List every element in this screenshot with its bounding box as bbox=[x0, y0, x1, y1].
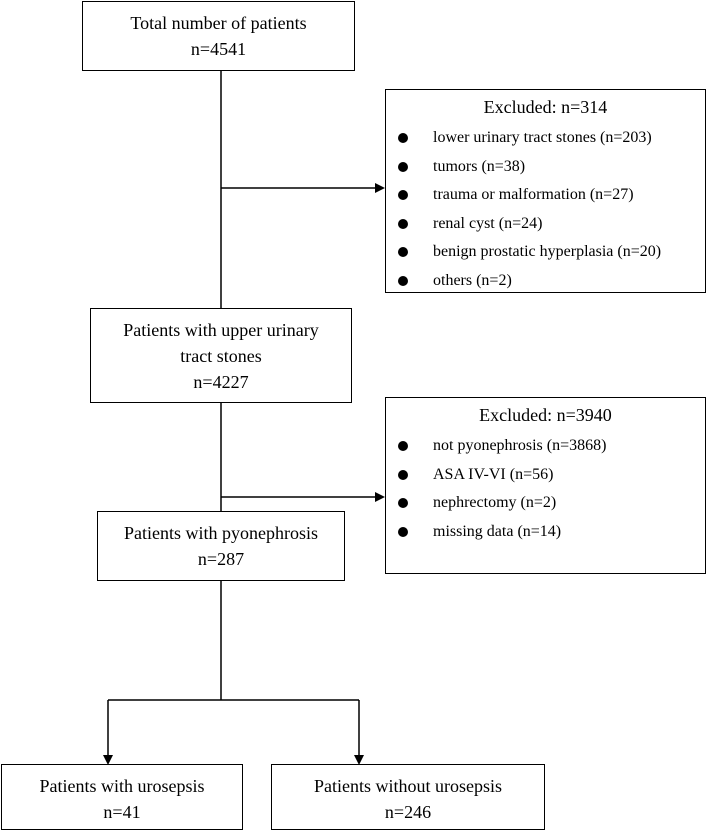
node-total-title: Total number of patients bbox=[130, 13, 307, 33]
exclusion-1-list: lower urinary tract stones (n=203) tumor… bbox=[398, 128, 661, 299]
exclusion-item-label: renal cyst (n=24) bbox=[433, 214, 543, 232]
exclusion-item: nephrectomy (n=2) bbox=[398, 493, 606, 522]
exclusion-1-header: Excluded: n=314 bbox=[483, 97, 608, 117]
exclusion-item-label: tumors (n=38) bbox=[433, 157, 526, 175]
node-total-patients: Total number of patients n=4541 bbox=[82, 1, 355, 71]
bullet-icon bbox=[398, 526, 408, 537]
exclusion-item-label: not pyonephrosis (n=3868) bbox=[433, 437, 607, 454]
exclusion-item: not pyonephrosis (n=3868) bbox=[398, 436, 606, 465]
node-pyonephrosis-title: Patients with pyonephrosis bbox=[124, 523, 318, 543]
node-with-urosepsis: Patients with urosepsis n=41 bbox=[1, 764, 243, 830]
node-without-urosepsis-title: Patients without urosepsis bbox=[314, 776, 502, 796]
exclusion-item: trauma or malformation (n=27) bbox=[398, 185, 661, 214]
exclusion-item-label: trauma or malformation (n=27) bbox=[433, 186, 634, 203]
exclusion-2-list: not pyonephrosis (n=3868) ASA IV-VI (n=5… bbox=[398, 436, 606, 550]
exclusion-item-label: benign prostatic hyperplasia (n=20) bbox=[433, 243, 662, 260]
node-total-count: n=4541 bbox=[190, 39, 247, 59]
node-pyonephrosis-count: n=287 bbox=[197, 549, 245, 569]
node-upper-urinary-tract-stones: Patients with upper urinary tract stones… bbox=[90, 308, 352, 403]
exclusion-item-label: nephrectomy (n=2) bbox=[433, 494, 557, 511]
bullet-icon bbox=[398, 133, 408, 143]
exclusion-item: tumors (n=38) bbox=[398, 157, 661, 186]
exclusion-2-header: Excluded: n=3940 bbox=[479, 405, 612, 425]
node-upper-title-line1: Patients with upper urinary bbox=[123, 320, 319, 340]
exclusion-item: others (n=2) bbox=[398, 271, 661, 300]
bullet-icon bbox=[398, 441, 408, 451]
node-without-urosepsis-count: n=246 bbox=[384, 802, 432, 822]
exclusion-item: ASA IV-VI (n=56) bbox=[398, 465, 606, 494]
bullet-icon bbox=[398, 275, 408, 286]
node-without-urosepsis: Patients without urosepsis n=246 bbox=[271, 764, 545, 830]
bullet-icon bbox=[398, 469, 408, 480]
exclusion-item: benign prostatic hyperplasia (n=20) bbox=[398, 242, 661, 271]
exclusion-item-label: lower urinary tract stones (n=203) bbox=[433, 129, 652, 146]
node-with-urosepsis-title: Patients with urosepsis bbox=[39, 776, 205, 796]
bullet-icon bbox=[398, 161, 408, 172]
exclusion-item-label: others (n=2) bbox=[433, 271, 512, 289]
exclusion-item-label: ASA IV-VI (n=56) bbox=[433, 465, 554, 483]
exclusion-item: missing data (n=14) bbox=[398, 522, 606, 551]
bullet-icon bbox=[398, 247, 408, 257]
exclusion-item-label: missing data (n=14) bbox=[433, 522, 562, 540]
exclusion-item: lower urinary tract stones (n=203) bbox=[398, 128, 661, 157]
bullet-icon bbox=[398, 498, 408, 508]
exclusion-box-1: Excluded: n=314 lower urinary tract ston… bbox=[385, 89, 706, 293]
exclusion-box-2: Excluded: n=3940 not pyonephrosis (n=386… bbox=[385, 397, 706, 574]
node-upper-title-line2: tract stones bbox=[180, 346, 262, 366]
node-with-urosepsis-count: n=41 bbox=[103, 802, 141, 822]
bullet-icon bbox=[398, 190, 408, 200]
node-pyonephrosis: Patients with pyonephrosis n=287 bbox=[97, 511, 345, 581]
bullet-icon bbox=[398, 218, 408, 229]
node-upper-count: n=4227 bbox=[193, 372, 249, 392]
exclusion-item: renal cyst (n=24) bbox=[398, 214, 661, 243]
